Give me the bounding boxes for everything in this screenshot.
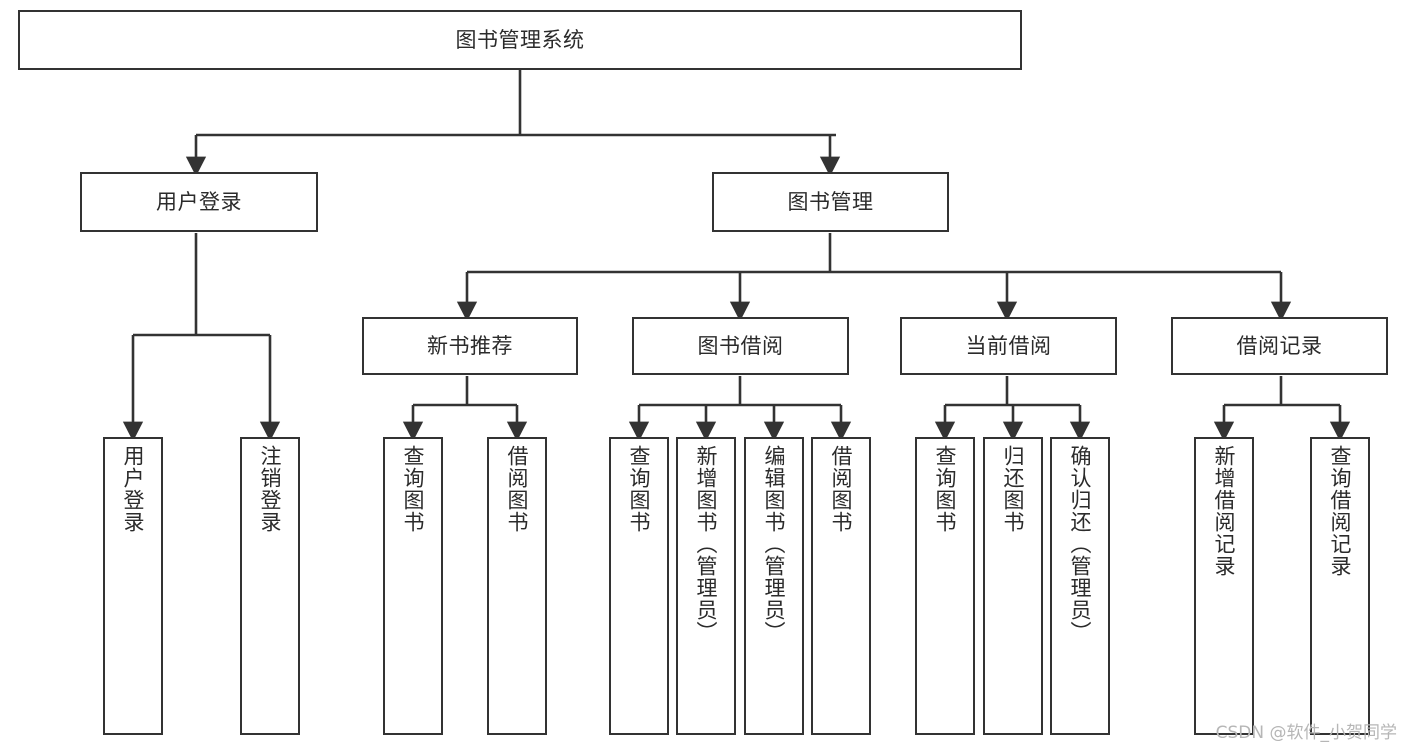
node-leaf-add-book-label: 新增图书（管理员）: [694, 445, 719, 643]
node-leaf-query-book-2[interactable]: 查询图书: [609, 437, 669, 735]
node-leaf-return-book-label: 归还图书: [1001, 445, 1026, 533]
node-book-management-label: 图书管理: [787, 189, 874, 214]
node-current-borrow[interactable]: 当前借阅: [900, 317, 1117, 375]
node-root[interactable]: 图书管理系统: [18, 10, 1022, 70]
node-leaf-query-book-3-label: 查询图书: [933, 445, 958, 533]
node-book-borrow[interactable]: 图书借阅: [632, 317, 849, 375]
node-leaf-query-book-1[interactable]: 查询图书: [383, 437, 443, 735]
node-borrow-record[interactable]: 借阅记录: [1171, 317, 1388, 375]
node-user-login-label: 用户登录: [156, 189, 242, 214]
node-leaf-confirm-return-label: 确认归还（管理员）: [1068, 445, 1093, 643]
node-borrow-record-label: 借阅记录: [1236, 333, 1323, 358]
node-leaf-query-record-label: 查询借阅记录: [1328, 445, 1353, 577]
node-leaf-user-logout-label: 注销登录: [258, 445, 283, 533]
node-root-label: 图书管理系统: [455, 27, 585, 52]
node-book-borrow-label: 图书借阅: [697, 333, 784, 358]
node-leaf-edit-book-label: 编辑图书（管理员）: [762, 445, 787, 643]
node-leaf-borrow-book-1-label: 借阅图书: [505, 445, 530, 533]
node-leaf-edit-book[interactable]: 编辑图书（管理员）: [744, 437, 804, 735]
node-leaf-return-book[interactable]: 归还图书: [983, 437, 1043, 735]
node-leaf-add-book[interactable]: 新增图书（管理员）: [676, 437, 736, 735]
node-current-borrow-label: 当前借阅: [965, 333, 1052, 358]
node-leaf-query-book-1-label: 查询图书: [401, 445, 426, 533]
node-new-book-recommend[interactable]: 新书推荐: [362, 317, 578, 375]
node-leaf-add-record[interactable]: 新增借阅记录: [1194, 437, 1254, 735]
node-leaf-user-login-label: 用户登录: [121, 445, 146, 533]
node-leaf-user-login[interactable]: 用户登录: [103, 437, 163, 735]
watermark: CSDN @软件_小贺同学: [1215, 723, 1397, 743]
node-leaf-add-record-label: 新增借阅记录: [1212, 445, 1237, 577]
node-leaf-borrow-book-1[interactable]: 借阅图书: [487, 437, 547, 735]
node-leaf-query-record[interactable]: 查询借阅记录: [1310, 437, 1370, 735]
node-leaf-query-book-2-label: 查询图书: [627, 445, 652, 533]
node-book-management[interactable]: 图书管理: [712, 172, 949, 232]
node-leaf-query-book-3[interactable]: 查询图书: [915, 437, 975, 735]
node-leaf-borrow-book-2[interactable]: 借阅图书: [811, 437, 871, 735]
node-leaf-borrow-book-2-label: 借阅图书: [829, 445, 854, 533]
node-leaf-user-logout[interactable]: 注销登录: [240, 437, 300, 735]
node-new-book-recommend-label: 新书推荐: [427, 333, 513, 358]
node-leaf-confirm-return[interactable]: 确认归还（管理员）: [1050, 437, 1110, 735]
node-user-login[interactable]: 用户登录: [80, 172, 318, 232]
